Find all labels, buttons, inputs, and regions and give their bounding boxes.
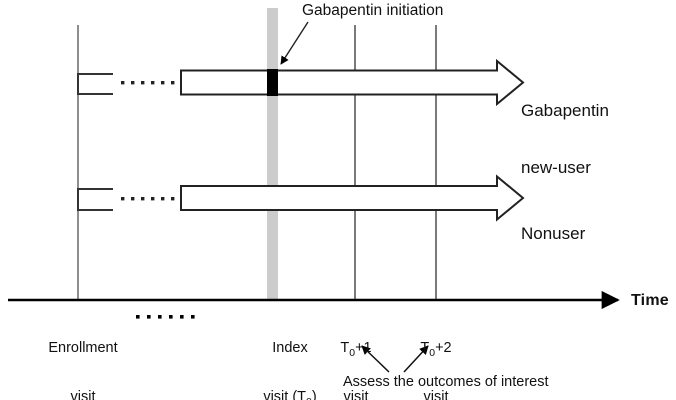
cohort-label-nonuser: Nonuser [521, 186, 585, 281]
gabapentin-initiation-marker [267, 69, 278, 96]
index-visit-line2-head: visit (T [263, 389, 307, 400]
assess-leader-to-t0-plus-1 [361, 345, 390, 373]
cohort1-label-line2: new-user [521, 158, 591, 178]
enrollment-visit-line2: visit [70, 389, 96, 400]
cohort1-label-line1: Gabapentin [521, 101, 609, 121]
timepoint-label-t0-plus-1-visit: T0+1 visit [320, 308, 392, 400]
timepoint-label-enrollment-visit: Enrollment visit [36, 308, 130, 400]
axis-ellipsis-dots [136, 315, 195, 319]
cohort2-ellipsis-dots [121, 197, 175, 201]
t0-plus-2-line1: T0+2 [400, 340, 472, 360]
cohort2-label-line1: Nonuser [521, 224, 586, 244]
index-visit-band [267, 8, 278, 300]
cohort-label-gabapentin-new-user: Gabapentin new-user [521, 63, 609, 215]
t0-plus-2-line2: visit [423, 389, 449, 400]
t0-plus-1-subscript: 0 [349, 348, 356, 360]
enrollment-visit-line1: Enrollment [48, 340, 118, 357]
t0-plus-1-head: T [340, 340, 350, 357]
cohort2-followup-arrow [180, 174, 525, 222]
t0-plus-2-head: T [420, 340, 430, 357]
t0-plus-1-line1: T0+1 [320, 340, 392, 360]
t0-plus-2-subscript: 0 [429, 348, 436, 360]
t0-plus-1-line2: visit [343, 389, 369, 400]
assess-outcomes-annotation: Assess the outcomes of interest [343, 374, 549, 390]
t0-plus-2-tail: +2 [435, 340, 452, 357]
time-axis-label: Time [631, 292, 669, 309]
timepoint-label-t0-plus-2-visit: T0+2 visit [400, 308, 472, 400]
gabapentin-initiation-leader [280, 21, 309, 65]
t0-plus-1-tail: +1 [355, 340, 372, 357]
cohort1-ellipsis-dots [121, 81, 175, 85]
assess-leader-to-t0-plus-2 [403, 345, 429, 373]
timepoint-label-index-visit: Index visit (T0) [240, 308, 340, 400]
index-visit-line1: Index [272, 340, 308, 357]
index-visit-line2-tail: ) [311, 389, 317, 400]
index-visit-line2: visit (T0) [240, 389, 340, 400]
cohort1-followup-arrow [180, 58, 525, 107]
gabapentin-initiation-annotation: Gabapentin initiation [302, 2, 444, 19]
index-visit-subscript: 0 [306, 397, 312, 400]
